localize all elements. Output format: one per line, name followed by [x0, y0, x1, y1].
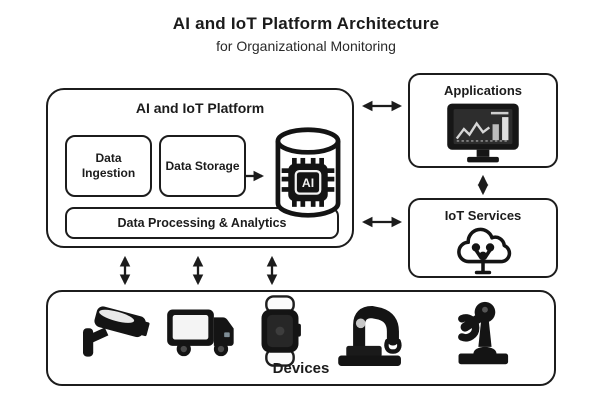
applications-box: Applications [408, 73, 558, 168]
iot-services-label: IoT Services [444, 208, 522, 223]
platform-box: AI and IoT Platform Data Ingestion Data … [46, 88, 354, 248]
smartwatch-icon [254, 294, 306, 368]
data-storage-box: Data Storage [159, 135, 246, 197]
ai-chip-icon: AI [281, 157, 335, 207]
iot-services-box: IoT Services [408, 198, 558, 278]
platform-label: AI and IoT Platform [135, 100, 265, 116]
page-title: AI and IoT Platform Architecture [172, 14, 440, 33]
ai-database-icon: AI [269, 126, 347, 220]
data-processing-analytics-label: Data Processing & Analytics [117, 216, 287, 230]
robot-arm-2-icon [440, 294, 520, 370]
data-ingestion-box: Data Ingestion [65, 135, 152, 197]
data-storage-label: Data Storage [165, 158, 240, 173]
data-ingestion-label: Data Ingestion [81, 151, 136, 180]
applications-label: Applications [443, 83, 522, 98]
page-subtitle: for Organizational Monitoring [216, 38, 396, 54]
ai-chip-label: AI [302, 176, 314, 190]
cctv-camera-icon [78, 300, 154, 366]
devices-label: Devices [272, 360, 330, 377]
robot-arm-icon [332, 296, 412, 370]
devices-box: Devices [46, 290, 556, 386]
delivery-truck-icon [164, 305, 240, 363]
iot-cloud-icon [450, 223, 516, 277]
monitor-dashboard-icon [440, 102, 526, 164]
